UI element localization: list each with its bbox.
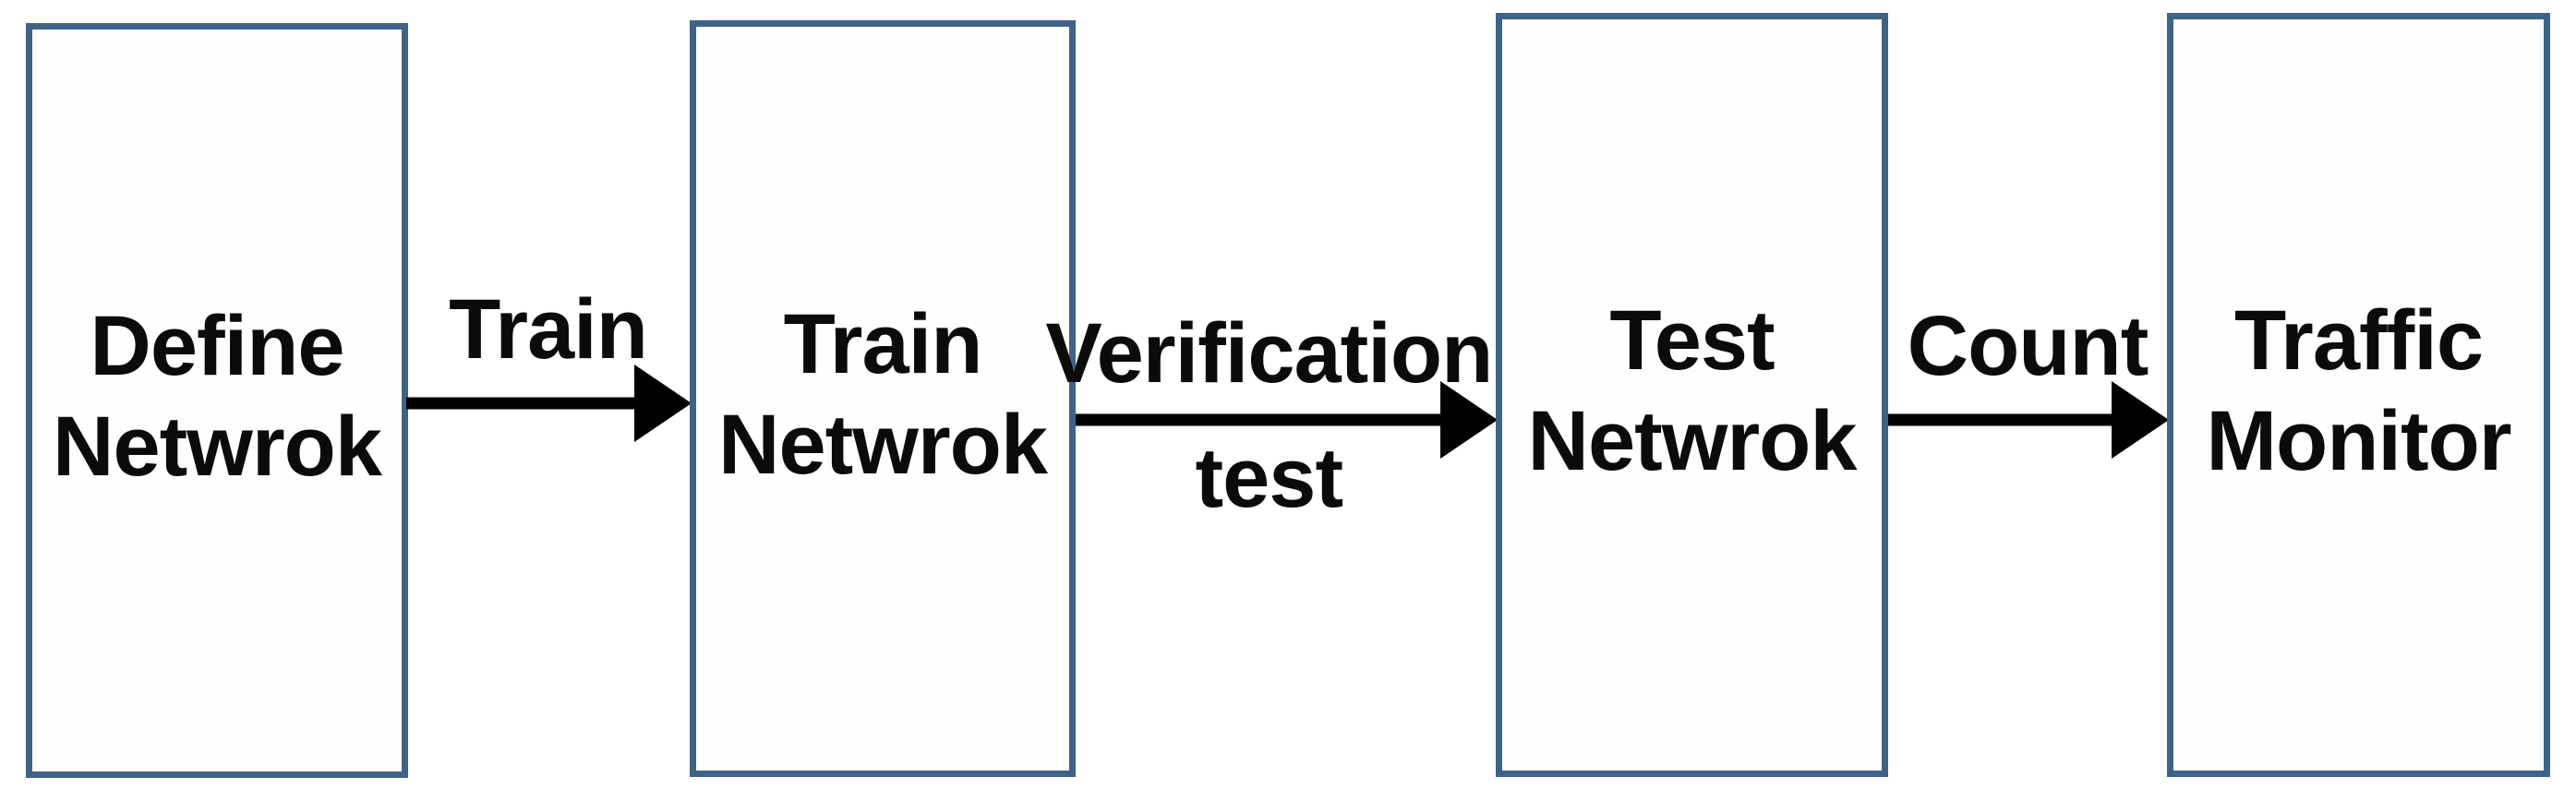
process-box-test-network[interactable]: Test Netwrok bbox=[1496, 13, 1888, 777]
connector-label: Count bbox=[1907, 298, 2149, 393]
connector-train: Train bbox=[406, 282, 692, 442]
process-box-label: Train Netwrok bbox=[718, 297, 1048, 492]
arrow-line bbox=[1888, 413, 2128, 426]
connector-verification-test: Verification test bbox=[1045, 306, 1498, 525]
process-box-traffic-monitor[interactable]: Traffic Monitor bbox=[2167, 13, 2550, 777]
process-box-label: Traffic Monitor bbox=[2206, 293, 2511, 488]
arrow-head-icon bbox=[2112, 381, 2169, 459]
connector-count: Count bbox=[1888, 299, 2169, 459]
arrow-head-icon bbox=[1440, 381, 1498, 459]
process-box-label: Define Netwrok bbox=[53, 299, 382, 494]
connector-label-line-1: Verification bbox=[1045, 305, 1493, 400]
process-box-train-network[interactable]: Train Netwrok bbox=[690, 20, 1076, 777]
arrow-line bbox=[1076, 413, 1457, 426]
connector-label: Train bbox=[449, 281, 648, 377]
connector-label-line-2: test bbox=[1195, 431, 1343, 525]
process-box-define-network[interactable]: Define Netwrok bbox=[26, 23, 408, 778]
arrow-line bbox=[406, 397, 651, 410]
arrow-head-icon bbox=[634, 365, 692, 442]
process-box-label: Test Netwrok bbox=[1527, 293, 1858, 488]
